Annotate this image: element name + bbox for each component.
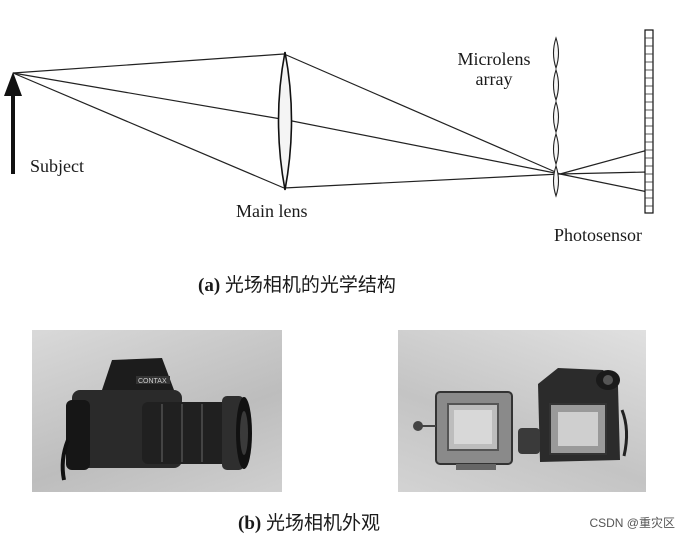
subject-arrow [4, 72, 22, 174]
caption-a-marker: (a) [198, 275, 221, 296]
caption-a: (a) 光场相机的光学结构 [198, 270, 396, 297]
subject-label: Subject [30, 156, 84, 176]
caption-b: (b) 光场相机外观 [238, 508, 380, 535]
microlens-label-line2: array [475, 68, 513, 89]
photosensor [644, 29, 654, 214]
caption-a-text: 光场相机的光学结构 [224, 275, 396, 296]
photosensor-label: Photosensor [554, 225, 643, 245]
main-lens-label: Main lens [236, 201, 308, 221]
camera-with-lens-image: CONTAX [60, 358, 252, 481]
microlens-array-label: Microlens array [442, 49, 546, 90]
camera-photo-front: CONTAX [32, 330, 282, 492]
main-lens [277, 51, 293, 191]
microlens-label-line1: Microlens [457, 49, 531, 69]
caption-b-marker: (b) [238, 513, 262, 534]
camera-photo-disassembled [398, 330, 646, 492]
csdn-watermark: CSDN @重灾区 [589, 516, 675, 530]
camera-back-modules-image [413, 368, 629, 470]
camera-logo-text: CONTAX [138, 378, 167, 385]
optical-structure-diagram [4, 29, 654, 214]
microlens-array [552, 36, 560, 198]
light-rays [12, 53, 649, 193]
caption-b-text: 光场相机外观 [265, 513, 380, 534]
